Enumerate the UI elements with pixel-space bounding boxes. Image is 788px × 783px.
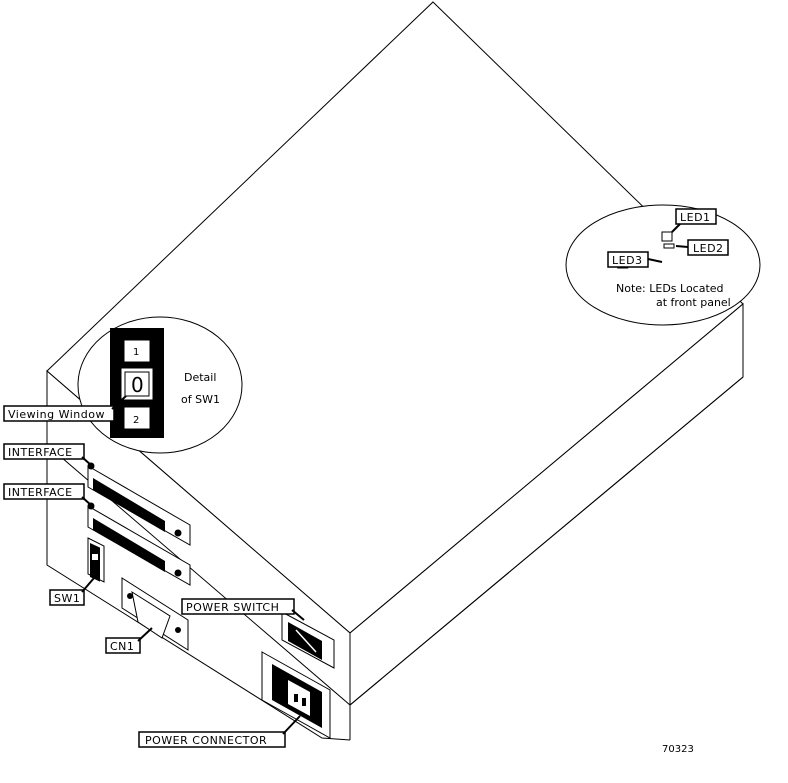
sw1-viewing-window xyxy=(120,367,154,401)
sw1-position-1: 1 xyxy=(133,347,139,358)
led3-tag: LED3 xyxy=(607,251,663,268)
interface-tag-top: INTERFACE xyxy=(3,443,93,467)
viewing-window-tag: Viewing Window xyxy=(3,395,127,422)
viewing-window-label: Viewing Window xyxy=(8,408,105,421)
led1-tag: LED1 xyxy=(671,208,717,233)
sw1-position-0: 0 xyxy=(131,373,144,397)
power-switch-label: POWER SWITCH xyxy=(186,601,279,614)
cn1-label: CN1 xyxy=(110,640,134,653)
detail-line2: of SW1 xyxy=(181,393,220,406)
interface-connector-top xyxy=(87,462,191,546)
power-switch xyxy=(281,611,335,669)
sw1-label: SW1 xyxy=(54,592,80,605)
figure-number: 70323 xyxy=(662,744,694,755)
led-note-line2: at front panel xyxy=(656,296,731,309)
sw1-position-2-box xyxy=(123,406,151,430)
led-note-line1: Note: LEDs Located xyxy=(616,282,724,295)
sw1-switch xyxy=(87,537,105,583)
sw1-tag: SW1 xyxy=(49,577,95,606)
interface-bottom-label: INTERFACE xyxy=(8,486,73,499)
interface-tag-bottom: INTERFACE xyxy=(3,483,93,507)
enclosure-bottom-edge xyxy=(46,445,351,741)
led2-indicator xyxy=(663,243,675,249)
power-switch-tag: POWER SWITCH xyxy=(181,598,305,621)
led-detail-callout: LED1 LED2 LED3 Note: LEDs Located at fro… xyxy=(565,204,761,326)
detail-line1: Detail xyxy=(184,371,216,384)
power-connector xyxy=(261,651,331,739)
led2-label: LED2 xyxy=(693,242,724,255)
interface-top-label: INTERFACE xyxy=(8,446,73,459)
sw1-detail-callout: 1 0 2 Detail of SW1 xyxy=(77,316,243,454)
led3-label: LED3 xyxy=(612,254,643,267)
power-connector-label: POWER CONNECTOR xyxy=(145,734,267,747)
cn1-connector xyxy=(121,577,189,651)
sw1-position-1-box xyxy=(123,339,151,363)
led-detail-ellipse xyxy=(565,204,761,326)
enclosure-box xyxy=(46,1,744,741)
led1-indicator xyxy=(661,231,673,242)
sw1-position-2: 2 xyxy=(133,415,139,426)
power-connector-tag: POWER CONNECTOR xyxy=(138,715,301,748)
cn1-tag: CN1 xyxy=(105,627,153,654)
led1-label: LED1 xyxy=(680,211,711,224)
led2-tag: LED2 xyxy=(675,239,729,256)
